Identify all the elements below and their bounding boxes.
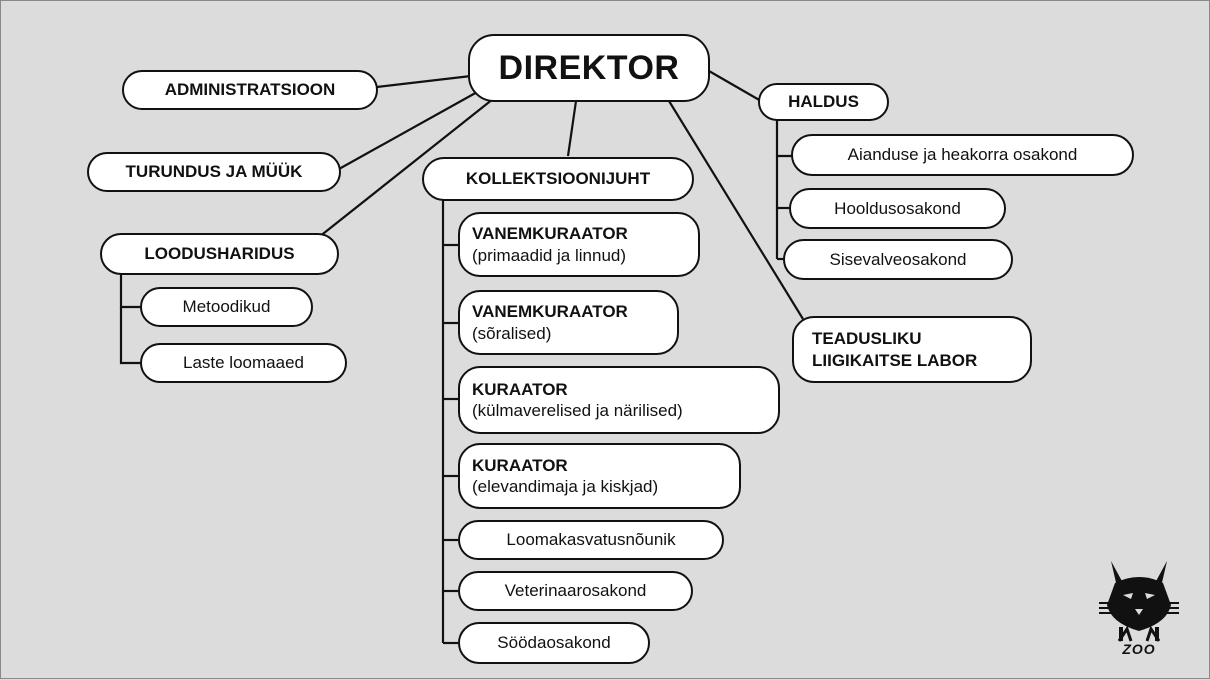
- haldus-label: HALDUS: [788, 92, 859, 112]
- node-soodaosakond: Söödaosakond: [458, 622, 650, 664]
- node-hooldusosakond: Hooldusosakond: [789, 188, 1006, 229]
- node-vanemkuraator-primaadid: VANEMKURAATOR (primaadid ja linnud): [458, 212, 700, 277]
- labor-line1: TEADUSLIKU: [812, 329, 922, 349]
- zoo-logo: ZOO: [1097, 557, 1181, 657]
- veterinaarosakond-label: Veterinaarosakond: [504, 581, 647, 601]
- node-loomakasvatusnounik: Loomakasvatusnõunik: [458, 520, 724, 560]
- node-metoodikud: Metoodikud: [140, 287, 313, 327]
- metoodikud-label: Metoodikud: [182, 297, 271, 317]
- kuraator-elevandimaja-sub: (elevandimaja ja kiskjad): [472, 477, 659, 496]
- node-laste-loomaaed: Laste loomaaed: [140, 343, 347, 383]
- vanemkuraator-primaadid-title: VANEMKURAATOR: [472, 224, 628, 244]
- loomakasvatusnounik-label: Loomakasvatusnõunik: [506, 530, 676, 550]
- node-veterinaarosakond: Veterinaarosakond: [458, 571, 693, 611]
- soodaosakond-label: Söödaosakond: [497, 633, 611, 653]
- director-label: DIREKTOR: [498, 48, 680, 87]
- vanemkuraator-soralised-sub: (sõralised): [472, 323, 552, 343]
- node-kuraator-elevandimaja: KURAATOR (elevandimaja ja kiskjad): [458, 443, 741, 509]
- node-director: DIREKTOR: [468, 34, 710, 102]
- vanemkuraator-soralised-title: VANEMKURAATOR: [472, 302, 628, 322]
- kuraator-kulmaverelised-title: KURAATOR: [472, 379, 568, 399]
- lynx-icon: [1099, 561, 1179, 642]
- administratsioon-label: ADMINISTRATSIOON: [164, 80, 336, 100]
- node-administratsioon: ADMINISTRATSIOON: [122, 70, 378, 110]
- node-turundus: TURUNDUS JA MÜÜK: [87, 152, 341, 192]
- labor-line2: LIIGIKAITSE LABOR: [812, 350, 978, 370]
- kollektsioonijuht-label: KOLLEKTSIOONIJUHT: [465, 169, 651, 189]
- aianduse-label: Aianduse ja heakorra osakond: [847, 145, 1078, 165]
- loodusharidus-label: LOODUSHARIDUS: [144, 244, 295, 264]
- node-aianduse: Aianduse ja heakorra osakond: [791, 134, 1134, 176]
- kuraator-kulmaverelised-sub: (külmaverelised ja närilised): [472, 401, 683, 420]
- node-kollektsioonijuht: KOLLEKTSIOONIJUHT: [422, 157, 694, 201]
- node-haldus: HALDUS: [758, 83, 889, 121]
- node-loodusharidus: LOODUSHARIDUS: [100, 233, 339, 275]
- vanemkuraator-primaadid-sub: (primaadid ja linnud): [472, 245, 627, 265]
- laste-loomaaed-label: Laste loomaaed: [183, 353, 304, 373]
- node-vanemkuraator-soralised: VANEMKURAATOR (sõralised): [458, 290, 679, 355]
- node-teadusliku-liigikaitse-labor: TEADUSLIKU LIIGIKAITSE LABOR: [792, 316, 1032, 383]
- sisevalveosakond-label: Sisevalveosakond: [829, 249, 967, 269]
- zoo-logo-text: ZOO: [1122, 641, 1156, 657]
- node-kuraator-kulmaverelised: KURAATOR (külmaverelised ja närilised): [458, 366, 780, 434]
- hooldusosakond-label: Hooldusosakond: [834, 198, 961, 218]
- node-sisevalveosakond: Sisevalveosakond: [783, 239, 1013, 280]
- kuraator-elevandimaja-title: KURAATOR: [472, 455, 568, 475]
- turundus-label: TURUNDUS JA MÜÜK: [125, 162, 303, 182]
